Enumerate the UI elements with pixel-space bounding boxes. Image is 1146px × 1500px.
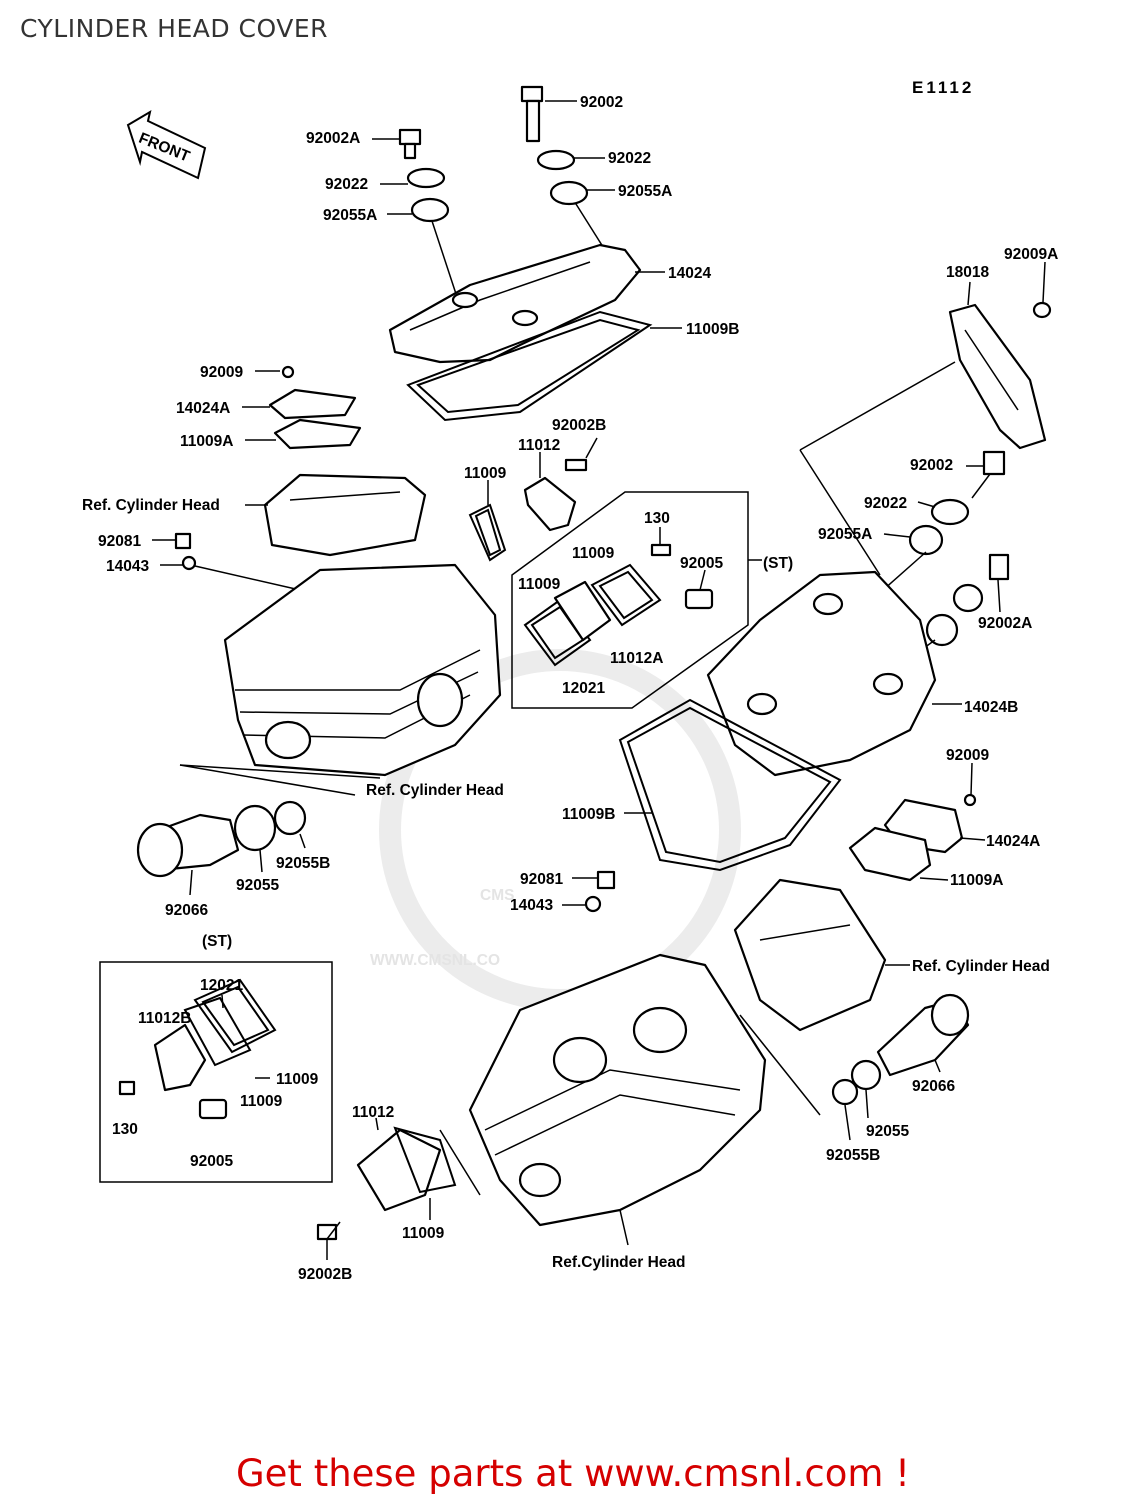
part-number-label: 92066	[165, 902, 208, 919]
part-number-label: 12021	[562, 680, 605, 697]
part-number-label: 92022	[864, 495, 907, 512]
ref-label: Ref. Cylinder Head	[912, 958, 1050, 975]
part-number-label: 92022	[608, 150, 651, 167]
chain-guide-18018	[799, 261, 1052, 576]
part-number-label: 130	[112, 1121, 138, 1138]
part-number-label: 92055	[866, 1123, 909, 1140]
part-number-label: 14043	[510, 897, 553, 914]
part-number-label: 14043	[106, 558, 149, 575]
part-number-label: 11009A	[950, 872, 1003, 889]
part-number-label: 92055	[236, 877, 279, 894]
diagram-code: E1112	[912, 78, 975, 97]
part-number-label: 11009	[276, 1071, 319, 1088]
watermark-url: WWW.CMSNL.CO	[370, 952, 500, 969]
rear-cylinder-head-cover-14024B	[706, 570, 962, 777]
part-number-label: 92055A	[323, 207, 377, 224]
part-number-label: 92005	[190, 1153, 233, 1170]
rocker-housing-left	[245, 473, 427, 557]
spring-92081-left	[152, 532, 301, 591]
intake-92066-right	[831, 993, 970, 1141]
kit-box-bottom	[99, 961, 333, 1183]
part-number-label: 11012B	[138, 1010, 191, 1027]
gasket-11009B-mid	[618, 698, 842, 872]
front-arrow-icon: FRONT	[126, 109, 207, 180]
part-number-label: 92009	[200, 364, 243, 381]
cylinder-head-cover-14024	[388, 243, 665, 364]
bolt-92002-top	[520, 85, 577, 143]
part-number-label: 92055A	[818, 526, 872, 543]
front-cylinder-head	[179, 563, 502, 796]
gasket-11009-top	[468, 480, 507, 562]
kit-label: (ST)	[763, 555, 793, 572]
part-number-label: 130	[644, 510, 670, 527]
part-number-label: 92055A	[618, 183, 672, 200]
part-number-label: 92081	[98, 533, 141, 550]
part-number-label: 14024A	[176, 400, 230, 417]
cover-11012-bottom	[356, 1117, 481, 1220]
front-arrow-label: FRONT	[136, 130, 192, 166]
intake-92066-left	[136, 800, 307, 896]
kit-box-top	[511, 491, 762, 709]
page-title: CYLINDER HEAD COVER	[20, 14, 329, 43]
washers-right	[769, 498, 1010, 691]
part-number-label: 92081	[520, 871, 563, 888]
part-number-label: 11009	[572, 545, 615, 562]
kit-label: (ST)	[202, 933, 232, 950]
part-number-label: 11009B	[686, 321, 739, 338]
part-number-label: 14024	[668, 265, 711, 282]
part-number-label: 92002B	[298, 1266, 352, 1283]
part-number-label: 11009B	[562, 806, 615, 823]
part-number-label: 11009	[518, 576, 561, 593]
spring-92081-right	[562, 870, 616, 913]
part-number-label: 92002	[910, 457, 953, 474]
part-number-label: 11009	[240, 1093, 283, 1110]
cover-plate-14024A-right	[848, 762, 986, 882]
callout-labels: 92002 92002A 92022 92022 92055A 92055A 1…	[82, 94, 1058, 1283]
part-number-label: 92002B	[552, 417, 606, 434]
part-number-label: 92009	[946, 747, 989, 764]
rear-cylinder-head	[468, 953, 821, 1246]
part-number-label: 12021	[200, 977, 243, 994]
part-number-label: 11009	[464, 465, 507, 482]
part-number-label: 11012	[352, 1104, 394, 1121]
part-number-label: 92005	[680, 555, 723, 572]
part-number-label: 14024B	[964, 699, 1018, 716]
part-number-label: 92066	[912, 1078, 955, 1095]
part-number-label: 11012	[518, 437, 560, 454]
part-number-label: 92002	[580, 94, 623, 111]
washers-top	[380, 149, 615, 301]
bolt-92002A-top	[372, 128, 422, 160]
part-number-label: 92055B	[276, 855, 330, 872]
part-number-label: 92022	[325, 176, 368, 193]
ref-label: Ref. Cylinder Head	[82, 497, 220, 514]
part-number-label: 11009A	[180, 433, 233, 450]
part-number-label: 14024A	[986, 833, 1040, 850]
rocker-housing-right	[733, 878, 910, 1032]
gasket-11009B-top	[406, 310, 682, 422]
ref-label: Ref. Cylinder Head	[366, 782, 504, 799]
part-number-label: 11009	[402, 1225, 445, 1242]
part-number-label: 92002A	[306, 130, 360, 147]
bolt-92002-right	[966, 450, 1006, 499]
part-number-label: 92055B	[826, 1147, 880, 1164]
exploded-view-drawing: CMS WWW.CMSNL.CO FRONT	[82, 85, 1058, 1283]
cover-plate-14024A-left	[242, 365, 362, 450]
part-number-label: 18018	[946, 264, 989, 281]
footer-ad-link[interactable]: Get these parts at www.cmsnl.com !	[235, 1452, 910, 1495]
part-number-label: 92002A	[978, 615, 1032, 632]
ref-label: Ref.Cylinder Head	[552, 1254, 686, 1271]
cover-11012-top	[523, 437, 598, 532]
part-number-label: 11012A	[610, 650, 663, 667]
bolt-92002B-bottom	[316, 1221, 341, 1260]
part-number-label: 92009A	[1004, 246, 1058, 263]
watermark-brand: CMS	[480, 887, 514, 904]
